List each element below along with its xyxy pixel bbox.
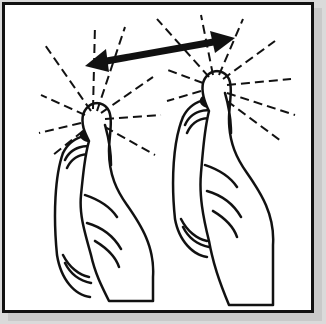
left-hand bbox=[81, 103, 154, 301]
illustration-frame bbox=[2, 2, 314, 313]
spray-can-illustration bbox=[5, 5, 317, 316]
right-hand bbox=[200, 71, 273, 305]
double-arrow-icon bbox=[85, 31, 235, 72]
